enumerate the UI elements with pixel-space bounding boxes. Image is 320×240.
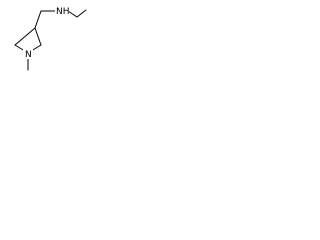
atom-ring-n: N bbox=[23, 48, 33, 60]
ring-n-label: N bbox=[25, 50, 32, 60]
molecule-structure: NH N bbox=[14, 4, 87, 71]
bond-ring-c3-c4 bbox=[34, 27, 42, 46]
bond-ethyl-c2-nh bbox=[67, 10, 78, 18]
bond-ethyl-c1-c2 bbox=[76, 9, 87, 18]
bond-ring-c2-c3 bbox=[14, 27, 36, 46]
bond-ch2-ring-c3 bbox=[34, 10, 42, 29]
atom-amine-nh: NH bbox=[55, 4, 70, 17]
amine-nh-label: NH bbox=[56, 7, 70, 17]
